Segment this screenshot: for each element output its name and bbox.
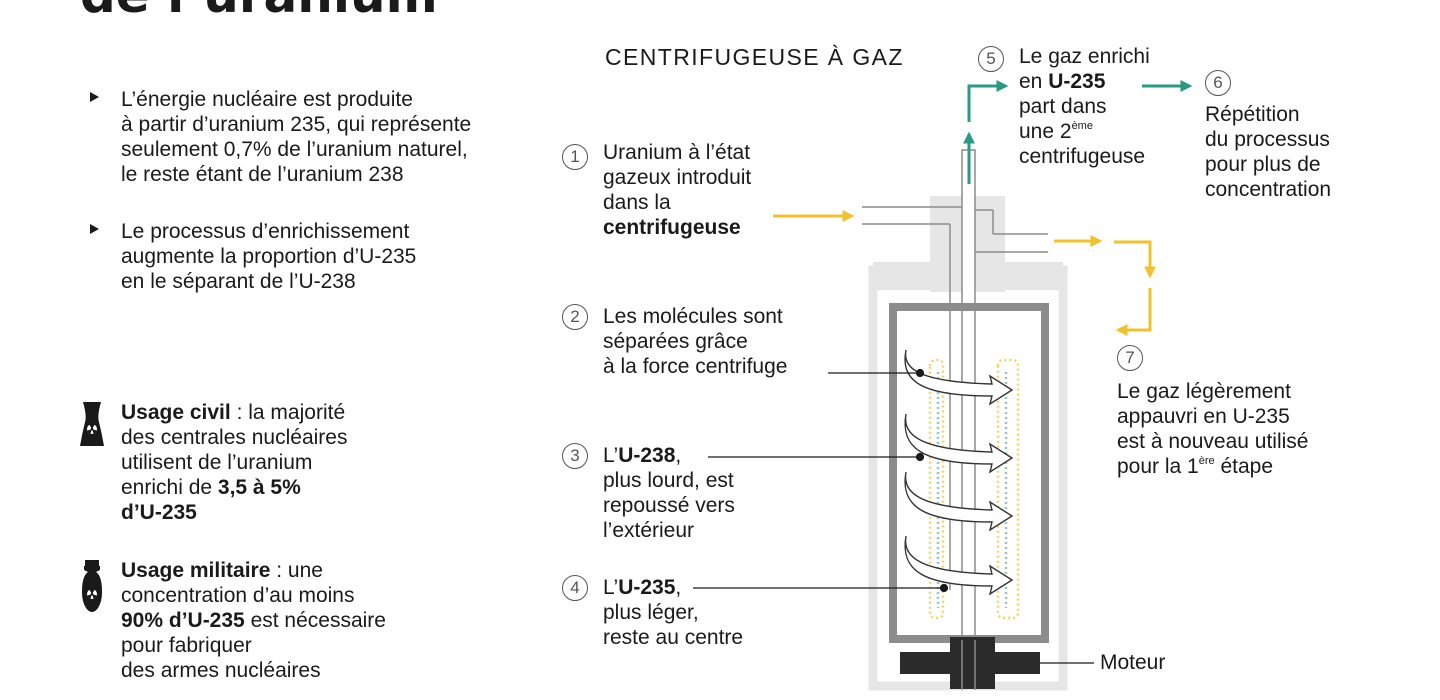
text-line: du processus — [1205, 128, 1330, 151]
step-text: L’U-235, plus léger, reste au centre — [603, 575, 743, 650]
bullet-arrow-icon — [90, 224, 99, 234]
text-line: à la force centrifuge — [603, 355, 788, 378]
text-line: utilisent de l’uranium — [121, 451, 313, 474]
step-text: L’U-238, plus lourd, est repoussé vers l… — [603, 443, 735, 543]
text-line: centrifugeuse — [603, 216, 741, 239]
text-line: séparées grâce — [603, 330, 748, 353]
text-line: L’ — [603, 444, 619, 467]
text-line: Répétition — [1205, 103, 1300, 126]
text-line: pour fabriquer — [121, 634, 252, 657]
text-line: Uranium à l’état — [603, 141, 751, 164]
depleted-outlet-pipe — [975, 209, 1048, 253]
bullet-text: Le processus d’enrichissement augmente l… — [121, 219, 416, 294]
swirl-arrow-icon — [904, 471, 1014, 532]
depleted-gas-arrow — [1114, 240, 1156, 279]
isotope-name: U-235 — [618, 576, 676, 599]
text-line: concentration d’au moins — [121, 584, 355, 607]
text-line: une — [287, 559, 323, 582]
step-text: Le gaz légèrement appauvri en U-235 est … — [1117, 379, 1308, 479]
casing-top-right-block — [1003, 262, 1063, 290]
step-text: Le gaz enrichi en U-235 part dans une 2è… — [1019, 44, 1150, 169]
text-line: plus lourd, est — [603, 469, 734, 492]
usage-civil-label: Usage civil — [121, 401, 231, 424]
bullet-text: L’énergie nucléaire est produite à parti… — [121, 87, 471, 187]
text-line: enrichi de — [121, 476, 218, 499]
text-line: pour plus de — [1205, 153, 1321, 176]
swirl-arrow-icon — [904, 413, 1014, 474]
bullet-line: en le séparant de l’U-238 — [121, 270, 356, 293]
bullet-line: Le processus d’enrichissement — [121, 220, 410, 243]
usage-militaire-text: Usage militaire : une concentration d’au… — [121, 558, 386, 683]
text-line: plus léger, — [603, 601, 699, 624]
bullet-line: seulement 0,7% de l’uranium naturel, — [121, 138, 468, 161]
step-text: Répétition du processus pour plus de con… — [1205, 102, 1331, 202]
bullet-arrow-icon — [90, 92, 99, 102]
civil-isotope: d’U-235 — [121, 501, 197, 524]
separator: : — [270, 559, 288, 582]
civil-percentage: 3,5 à 5% — [217, 476, 301, 499]
step-number: 2 — [562, 304, 588, 330]
bullet-line: à partir d’uranium 235, qui représente — [121, 113, 472, 136]
inlet-pipe — [862, 206, 962, 590]
text-line: part dans — [1019, 95, 1107, 118]
infographic-title: de l’uranium — [80, 0, 438, 20]
step-number: 3 — [562, 443, 588, 469]
separator: : — [230, 401, 249, 424]
cooling-tower-icon — [80, 402, 104, 446]
step-number: 7 — [1117, 345, 1143, 371]
swirl-arrows — [904, 349, 1014, 596]
text-line: appauvri en U-235 — [1117, 405, 1290, 428]
casing-top-left-block — [873, 262, 933, 290]
text-line: Les molécules sont — [603, 305, 783, 328]
bullet-line: le reste étant de l’uranium 238 — [121, 163, 404, 186]
step-number: 1 — [562, 144, 588, 170]
swirl-arrow-icon — [904, 535, 1014, 596]
text-line: , — [675, 576, 682, 599]
text-line: Le gaz enrichi — [1019, 45, 1150, 68]
step-text: Uranium à l’état gazeux introduit dans l… — [603, 140, 751, 240]
text-line: est à nouveau utilisé — [1117, 430, 1309, 453]
u238-dotted-band — [928, 358, 1020, 620]
diagram-heading: CENTRIFUGEUSE À GAZ — [605, 44, 904, 70]
text-line: concentration — [1205, 178, 1332, 201]
text-line: centrifugeuse — [1019, 145, 1146, 168]
usage-militaire-label: Usage militaire — [121, 559, 271, 582]
text-line: L’ — [603, 576, 619, 599]
usage-civil-text: Usage civil : la majorité des centrales … — [121, 400, 347, 525]
text-line: des centrales nucléaires — [121, 426, 348, 449]
text-line: étape — [1214, 455, 1274, 478]
text-line: dans la — [603, 191, 671, 214]
motor-label: Moteur — [1100, 651, 1166, 674]
text-line: repoussé vers — [603, 494, 735, 517]
swirl-arrow-icon — [904, 349, 1014, 406]
text-line: en — [1019, 70, 1049, 93]
bullet-line: L’énergie nucléaire est produite — [121, 88, 413, 111]
step-number: 6 — [1205, 70, 1231, 96]
text-line: des armes nucléaires — [121, 659, 321, 682]
step-text: Les molécules sont séparées grâce à la f… — [603, 304, 787, 379]
bomb-icon — [82, 560, 102, 612]
step-number: 4 — [562, 575, 588, 601]
isotope-name: U-235 — [1048, 70, 1106, 93]
bullet-line: augmente la proportion d’U-235 — [121, 245, 417, 268]
depleted-return-arrow — [1115, 288, 1152, 336]
ordinal-suffix: ère — [1198, 455, 1215, 467]
text-line: Le gaz légèrement — [1117, 380, 1291, 403]
text-line: la majorité — [248, 401, 346, 424]
text-line: est nécessaire — [244, 609, 386, 632]
enriched-gas-arrow — [967, 80, 1009, 122]
military-percentage: 90% d’U-235 — [121, 609, 245, 632]
text-line: pour la 1 — [1117, 455, 1199, 478]
text-line: , — [675, 444, 682, 467]
ordinal-suffix: ème — [1071, 120, 1093, 132]
text-line: l’extérieur — [603, 519, 695, 542]
isotope-name: U-238 — [618, 444, 676, 467]
text-line: reste au centre — [603, 626, 744, 649]
text-line: gazeux introduit — [603, 166, 752, 189]
text-line: une 2 — [1019, 120, 1072, 143]
motor — [900, 637, 1040, 689]
step-number: 5 — [978, 46, 1004, 72]
